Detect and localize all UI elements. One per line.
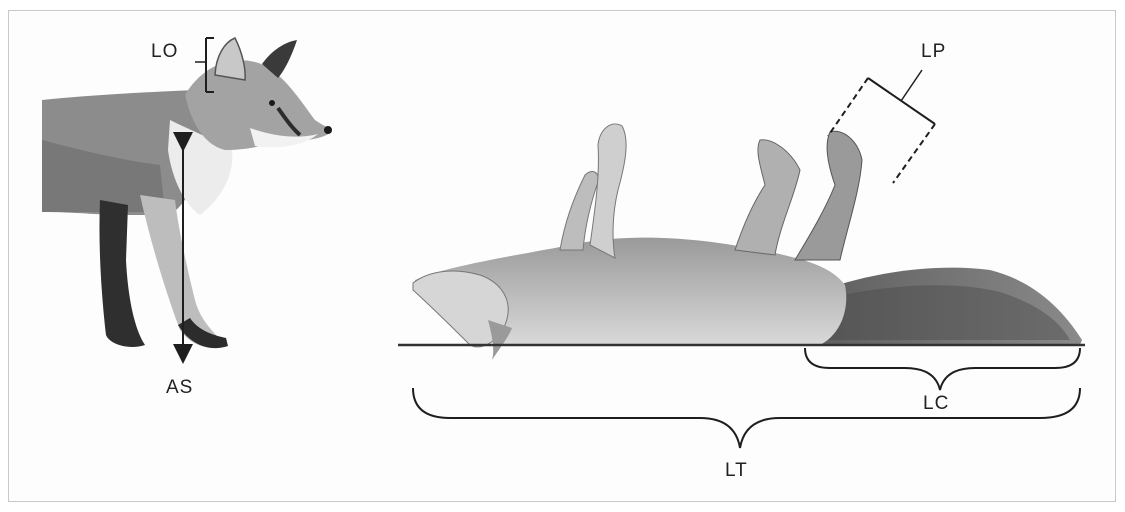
tail-length-brace <box>805 348 1080 390</box>
label-total-length: LT <box>725 461 748 481</box>
standing-fox-illustration <box>42 38 332 348</box>
total-length-brace <box>413 388 1080 448</box>
fox-front-leg-dark <box>99 200 145 347</box>
fox-hind-leg-raised-1 <box>735 140 800 255</box>
supine-fox-illustration <box>413 124 1082 360</box>
fox-ear-left <box>215 38 245 80</box>
fox-eye <box>269 100 275 106</box>
fox-hind-leg-raised-2 <box>795 131 862 260</box>
label-hind-foot-length: LP <box>921 42 946 62</box>
label-shoulder-height: AS <box>166 378 193 398</box>
label-ear-length: LO <box>151 42 178 62</box>
label-tail-length: LC <box>923 394 949 414</box>
fox-nose <box>324 126 332 134</box>
